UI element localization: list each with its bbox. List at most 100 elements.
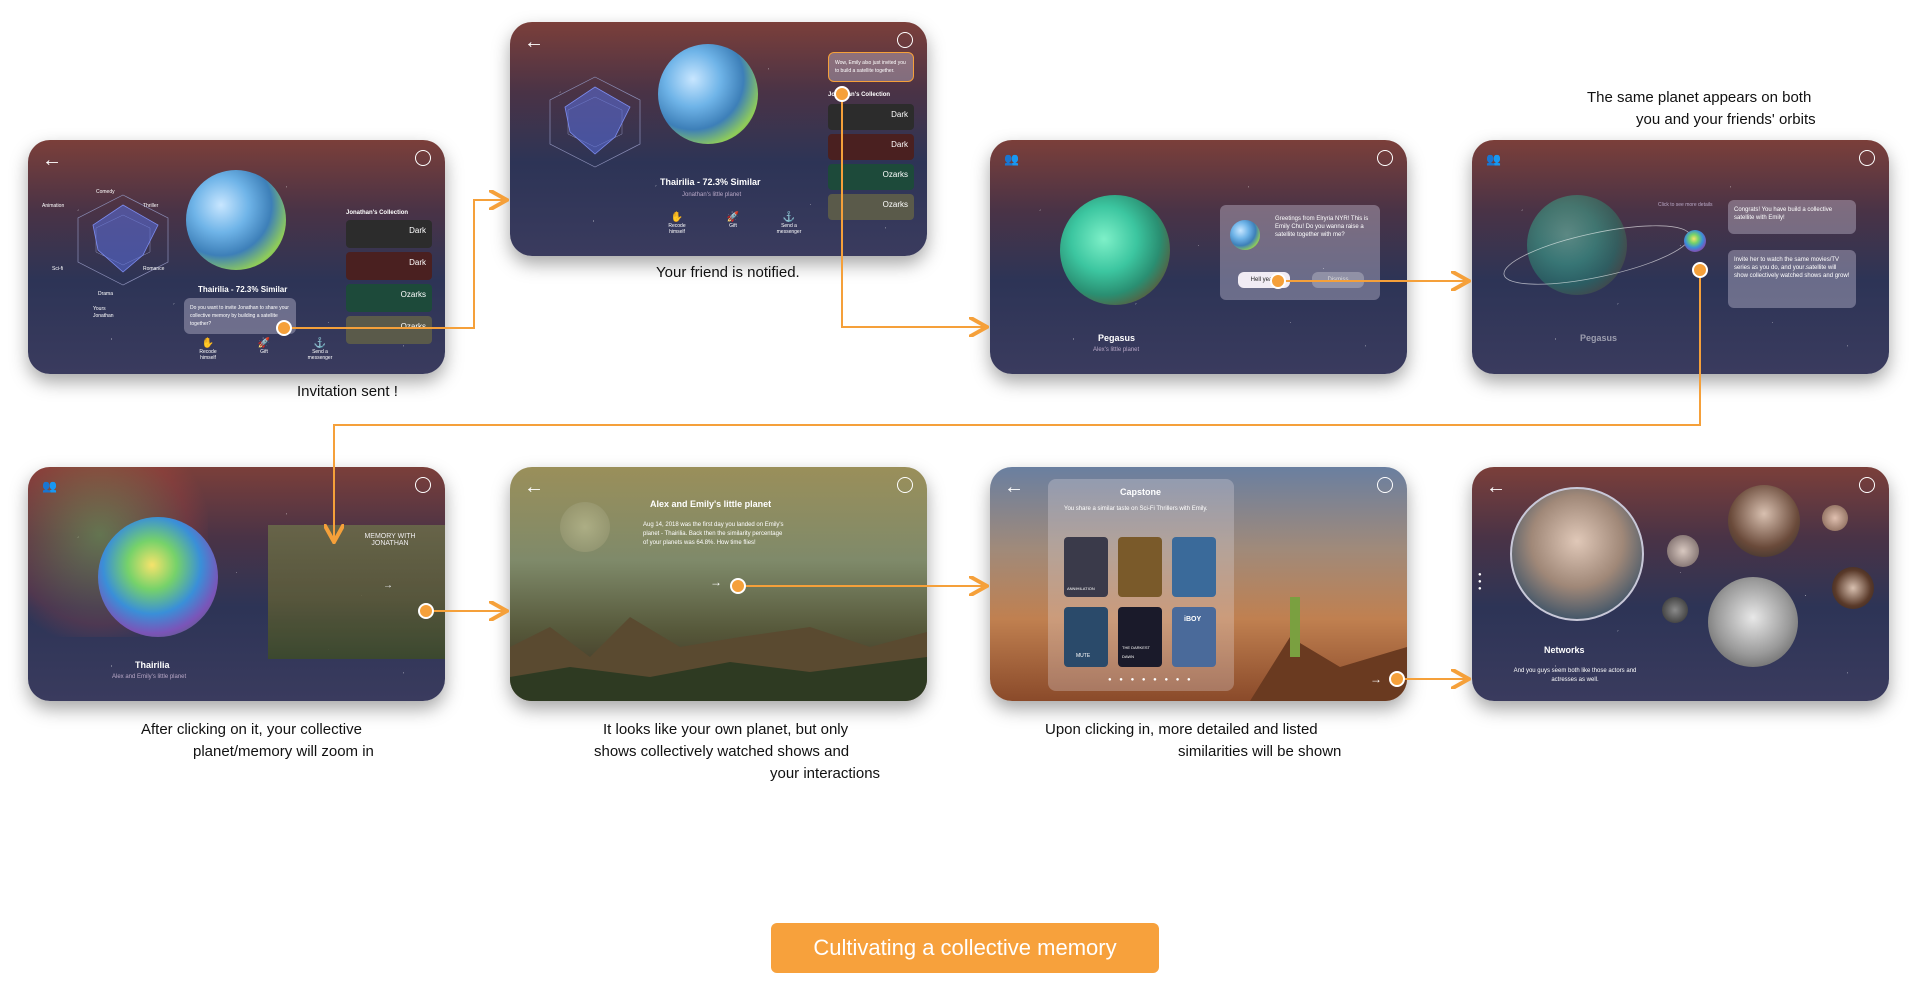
terrain [510,617,927,701]
screen-memory-zoom: 👥 Thairilia Alex and Emily's little plan… [28,467,445,701]
radar-label-animation: Animation [42,203,65,209]
planet-pegasus[interactable] [1060,195,1170,305]
caption-same-planet-2: you and your friends' orbits [1636,111,1816,128]
planet-subtitle: Alex's little planet [1093,347,1140,353]
back-arrow-icon[interactable]: ← [524,476,544,498]
profile-icon[interactable] [1377,477,1393,493]
poster[interactable] [1118,537,1162,597]
caption-own-planet-1: It looks like your own planet, but only [603,721,849,738]
profile-icon[interactable] [415,477,431,493]
actor-avatar[interactable] [1708,577,1798,667]
actor-avatar-main[interactable] [1510,487,1644,621]
action-recode[interactable]: ✋Recode himself [662,212,692,235]
screen-notified: ← Thairilia - 72.3% Similar Jonathan's l… [510,22,927,256]
back-arrow-icon[interactable]: ← [1004,476,1024,498]
collective-planet[interactable] [98,517,218,637]
invite-bubble: Do you want to invite Jonathan to share … [184,298,296,334]
messenger-icon: ⚓ [313,338,327,349]
connector-4 [334,270,1701,540]
cta-label: Cultivating a collective memory [771,923,1159,973]
poster[interactable]: MUTE [1064,607,1108,667]
ghost-planet [560,502,610,552]
poster[interactable] [1172,537,1216,597]
networks-body: And you guys seem both like those actors… [1513,668,1637,683]
flow-dot [730,578,746,594]
profile-icon[interactable] [1859,477,1875,493]
profile-icon[interactable] [1377,150,1393,166]
flow-dot [1692,262,1708,278]
memory-panel[interactable]: MEMORY WITH JONATHAN → [268,525,445,659]
planet-subtitle: Alex and Emily's little planet [112,674,187,680]
caption-detail-1: Upon clicking in, more detailed and list… [1045,721,1318,738]
planet-title: Pegasus [1098,333,1136,343]
poster[interactable]: ANNIHILATION [1064,537,1108,597]
screen-networks: ← ●●● Networks And you guys seem both li… [1472,467,1889,701]
starfield [1472,140,1889,374]
actor-avatar[interactable] [1832,567,1874,609]
page-dots[interactable]: ● ● ● ● ● ● ● ● [1108,677,1194,683]
invite-text: Do you want to invite Jonathan to share … [190,305,289,327]
profile-icon[interactable] [897,32,913,48]
profile-icon[interactable] [415,150,431,166]
poster[interactable]: iBOY [1172,607,1216,667]
planet-title: Thairilia [135,660,170,670]
messenger-icon: ⚓ [782,212,796,223]
planet-thairilia[interactable] [658,44,758,144]
collection-item[interactable]: Dark [346,220,432,248]
profile-icon[interactable] [897,477,913,493]
flow-dot [834,86,850,102]
connector-1 [284,200,505,329]
planet-thairilia[interactable] [186,170,286,270]
actor-avatar[interactable] [1662,597,1688,623]
action-messenger[interactable]: ⚓Send a messenger [774,212,804,235]
actor-avatar[interactable] [1728,485,1800,557]
actor-avatar[interactable] [1822,505,1848,531]
collection-item[interactable]: Ozarks [346,284,432,312]
caption-own-planet-3: your interactions [770,765,881,782]
radar-label-romance: Romance [143,266,165,272]
action-recode[interactable]: ✋Recode himself [193,338,223,361]
caption-own-planet-2: shows collectively watched shows and [594,743,850,760]
poster[interactable]: THE DARKEST DAWN [1118,607,1162,667]
sender-planet-icon [1230,220,1260,250]
caption-invitation-sent: Invitation sent ! [297,383,398,400]
collection-title: Jonathan's Collection [828,92,891,98]
collection-title: Jonathan's Collection [346,210,409,216]
action-gift[interactable]: 🚀Gift [718,212,748,235]
friends-icon[interactable]: 👥 [1004,152,1019,166]
legend-jonathan: Jonathan [93,313,114,319]
radar-label-scifi: Sci-fi [52,266,64,272]
capstone-panel: Capstone You share a similar taste on Sc… [1048,479,1234,691]
invite-watch-bubble: Invite her to watch the same movies/TV s… [1728,250,1856,308]
actor-avatar[interactable] [1667,535,1699,567]
action-gift[interactable]: 🚀Gift [249,338,279,361]
memory-body: Aug 14, 2018 was the first day you lande… [643,522,784,546]
starfield [990,140,1407,374]
caption-same-planet-1: The same planet appears on both [1587,89,1812,106]
radar-label-drama: Drama [98,291,114,297]
action-messenger[interactable]: ⚓Send a messenger [305,338,335,361]
forward-arrow-icon[interactable]: → [710,575,722,589]
gift-icon: 🚀 [257,338,271,349]
satellite-planet[interactable] [1684,230,1706,252]
back-arrow-icon[interactable]: ← [524,31,544,53]
action-icons: ✋Recode himself 🚀Gift ⚓Send a messenger [662,212,804,235]
collection-item[interactable]: Dark [346,252,432,280]
action-icons: ✋Recode himself 🚀Gift ⚓Send a messenger [193,338,335,361]
collection-item[interactable]: Ozarks [346,316,432,344]
congrats-bubble: Congrats! You have build a collective sa… [1728,200,1856,234]
radar-label-thriller: Thriller [143,203,159,209]
planet-title: Pegasus [1580,333,1618,343]
back-arrow-icon[interactable]: ← [42,149,62,171]
profile-icon[interactable] [1859,150,1875,166]
planet-pegasus[interactable] [1527,195,1627,295]
friends-icon[interactable]: 👥 [42,479,57,493]
memory-arrow-icon: → [383,580,393,591]
back-arrow-icon[interactable]: ← [1486,476,1506,498]
friends-icon[interactable]: 👥 [1486,152,1501,166]
notice-bubble: Wow, Emily also just invited you to buil… [828,52,914,82]
page-dots-vertical[interactable]: ●●● [1478,572,1482,592]
caption-zoom-1: After clicking on it, your collective [141,721,362,738]
forward-arrow-icon[interactable]: → [1370,672,1382,686]
screen-invite: ← Comedy Thriller Romance Drama Sci-fi A… [28,140,445,374]
